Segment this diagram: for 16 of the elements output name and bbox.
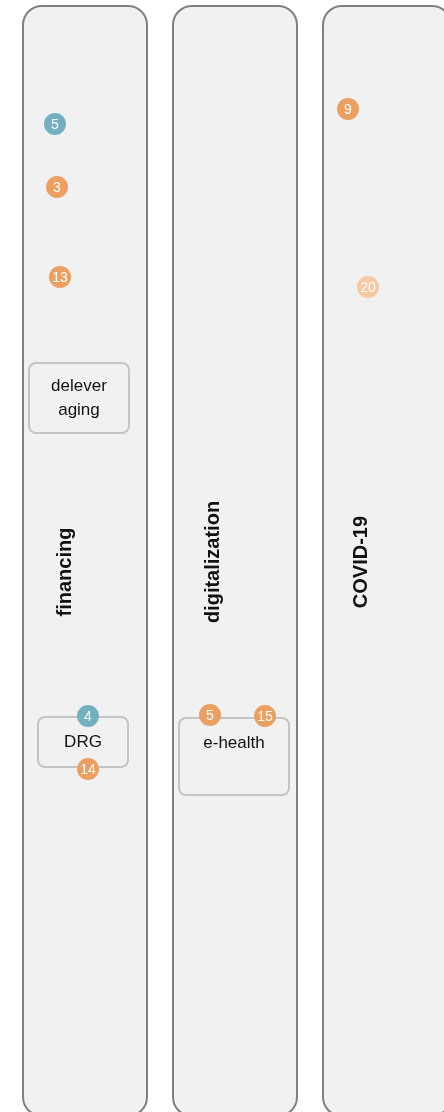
column-title: COVID-19	[348, 515, 372, 609]
number-badge: 5	[44, 113, 66, 135]
number-badge: 5	[199, 704, 221, 726]
number-badge: 20	[357, 276, 379, 298]
category-column	[22, 5, 148, 1112]
column-title: financing	[52, 527, 76, 617]
number-badge: 4	[77, 705, 99, 727]
number-badge: 15	[254, 705, 276, 727]
number-badge: 13	[49, 266, 71, 288]
number-badge: 9	[337, 98, 359, 120]
term-box: delever aging	[28, 362, 130, 434]
number-badge: 14	[77, 758, 99, 780]
number-badge: 3	[46, 176, 68, 198]
column-title: digitalization	[200, 500, 224, 624]
category-column	[322, 5, 444, 1112]
category-column	[172, 5, 298, 1112]
